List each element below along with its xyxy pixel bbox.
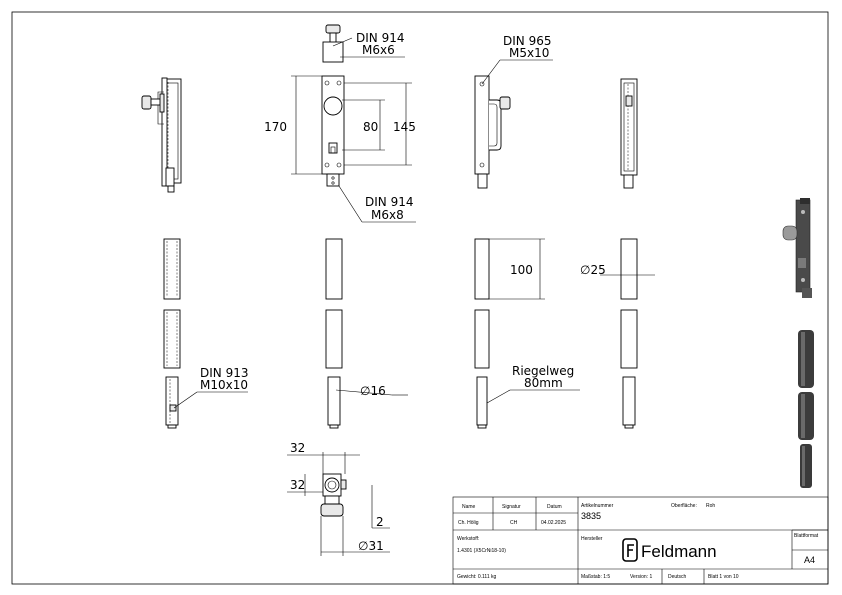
tb-sheet-format-label: Blattformat xyxy=(794,533,819,539)
callout-top-size: M6x6 xyxy=(362,43,395,57)
side-view-right xyxy=(620,78,638,189)
tb-material-value: 1.4301 (X5CrNi18-10) xyxy=(457,548,506,554)
dim-100: 100 xyxy=(510,263,533,277)
title-block xyxy=(452,496,829,585)
dim-145: 145 xyxy=(393,120,416,134)
sheet-border xyxy=(11,11,829,585)
tb-sheet-format: A4 xyxy=(804,555,815,565)
side-view-left xyxy=(141,77,182,193)
tb-article-number: 3835 xyxy=(581,511,601,521)
feldmann-logo: Feldmann xyxy=(622,538,717,562)
callout-pin-std: DIN 913 xyxy=(200,366,248,380)
bolt-segments xyxy=(163,238,638,429)
tb-surface-label: Oberfläche: xyxy=(671,503,697,509)
tb-header-name: Name xyxy=(462,504,476,510)
top-view-bottom xyxy=(320,473,347,517)
tb-date: 04.02.2025 xyxy=(541,520,566,526)
callout-mount-size: M5x10 xyxy=(509,46,549,60)
title-block-texts: Name Signatur Datum Ch. Hölig CH 04.02.2… xyxy=(457,503,819,580)
tb-scale: Maßstab: 1:5 xyxy=(581,574,610,580)
callout-travel-label: Riegelweg xyxy=(512,364,574,378)
tb-name: Ch. Hölig xyxy=(458,520,479,526)
tb-header-date: Datum xyxy=(547,504,562,510)
dim-dia-31: ∅31 xyxy=(358,539,384,553)
tb-signature: CH xyxy=(510,520,518,526)
dimension-texts: 170 80 145 100 ∅25 ∅16 32 32 2 ∅31 DIN 9… xyxy=(200,31,606,553)
dim-dia-25: ∅25 xyxy=(580,263,606,277)
tb-sheet: Blatt 1 von 10 xyxy=(708,574,739,580)
callout-bottom-size: M6x8 xyxy=(371,208,404,222)
tb-version: Version: 1 xyxy=(630,574,652,580)
callout-bottom-std: DIN 914 xyxy=(365,195,413,209)
dim-32-top: 32 xyxy=(290,441,305,455)
brand-name: Feldmann xyxy=(641,542,717,561)
tb-surface-value: Roh xyxy=(706,503,715,509)
callout-travel-value: 80mm xyxy=(524,376,563,390)
side-view-middle xyxy=(474,75,511,189)
callout-top-std: DIN 914 xyxy=(356,31,404,45)
dim-2: 2 xyxy=(376,515,384,529)
dim-80: 80 xyxy=(363,120,378,134)
tb-language: Deutsch xyxy=(668,574,687,580)
tb-weight: Gewicht: 0.111 kg xyxy=(457,574,496,580)
dimension-lines xyxy=(173,37,655,556)
product-render xyxy=(782,198,814,488)
tb-manufacturer-label: Hersteller xyxy=(581,536,603,542)
dim-dia-16: ∅16 xyxy=(360,384,386,398)
tb-article-label: Artikelnummer xyxy=(581,503,614,509)
callout-pin-size: M10x10 xyxy=(200,378,248,392)
tb-material-label: Werkstoff: xyxy=(457,536,479,542)
dim-32-left: 32 xyxy=(290,478,305,492)
callout-mount-std: DIN 965 xyxy=(503,34,551,48)
front-view xyxy=(321,24,345,187)
tb-header-signature: Signatur xyxy=(502,504,521,510)
dim-170: 170 xyxy=(264,120,287,134)
